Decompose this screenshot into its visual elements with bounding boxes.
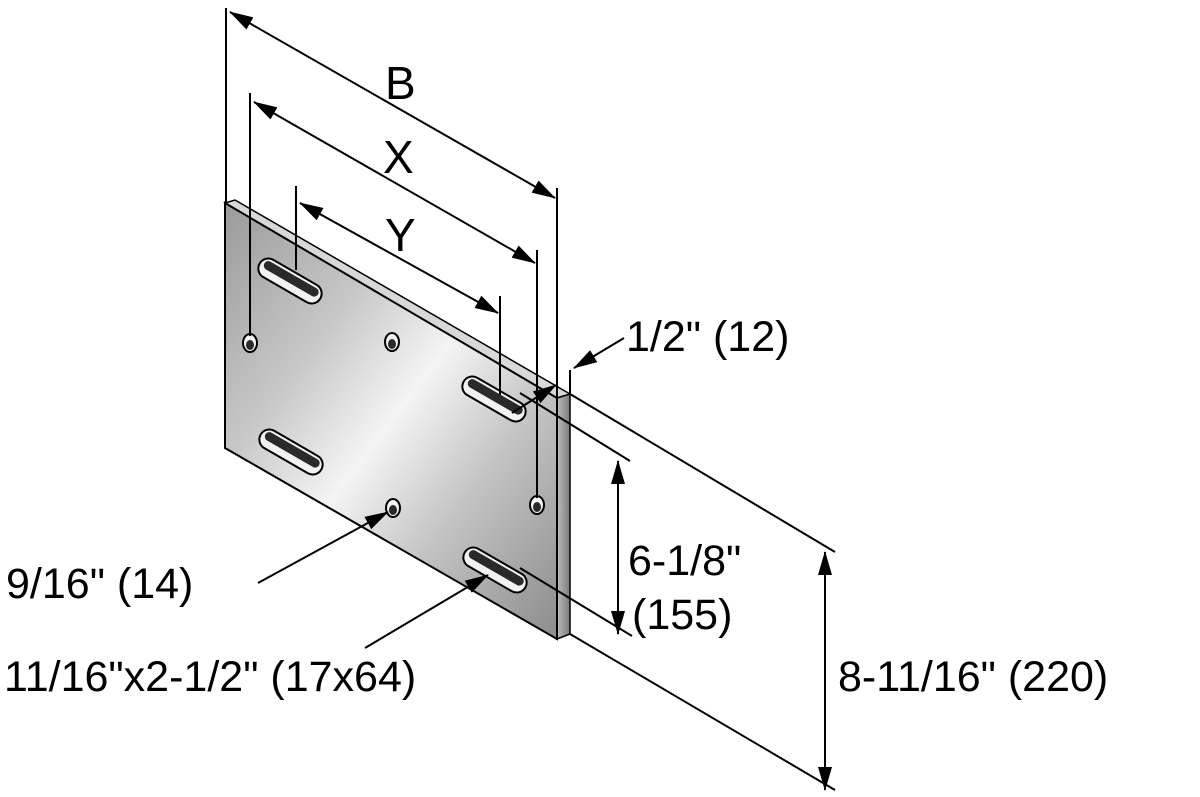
slot: [258, 428, 324, 476]
thickness-leader: [573, 337, 625, 369]
dimension-y: [299, 202, 499, 314]
height-label: 8-11/16" (220): [838, 653, 1109, 701]
hole: [242, 333, 258, 353]
thickness-leader-tail: [511, 384, 557, 414]
dimension-label-b: B: [385, 57, 416, 109]
slot: [461, 375, 527, 423]
leader-lines: [257, 337, 625, 649]
dimension-label-y: Y: [385, 209, 416, 261]
hole-leader: [257, 511, 389, 584]
slot-size-label: 11/16"x2-1/2" (17x64): [4, 653, 417, 701]
slot-spacing-metric-label: (155): [632, 591, 733, 639]
plate-side-edge: [556, 392, 571, 641]
slot-leader: [364, 574, 489, 649]
dimension-label-x: X: [383, 131, 414, 183]
dimension-lines: [229, 11, 832, 791]
hole: [384, 332, 400, 352]
slot: [462, 546, 528, 594]
thickness-label: 1/2" (12): [626, 313, 790, 361]
slot-spacing-label: 6-1/8": [628, 537, 742, 585]
hole-diameter-label: 9/16" (14): [6, 560, 194, 608]
hole: [529, 495, 545, 515]
hole: [385, 498, 401, 518]
